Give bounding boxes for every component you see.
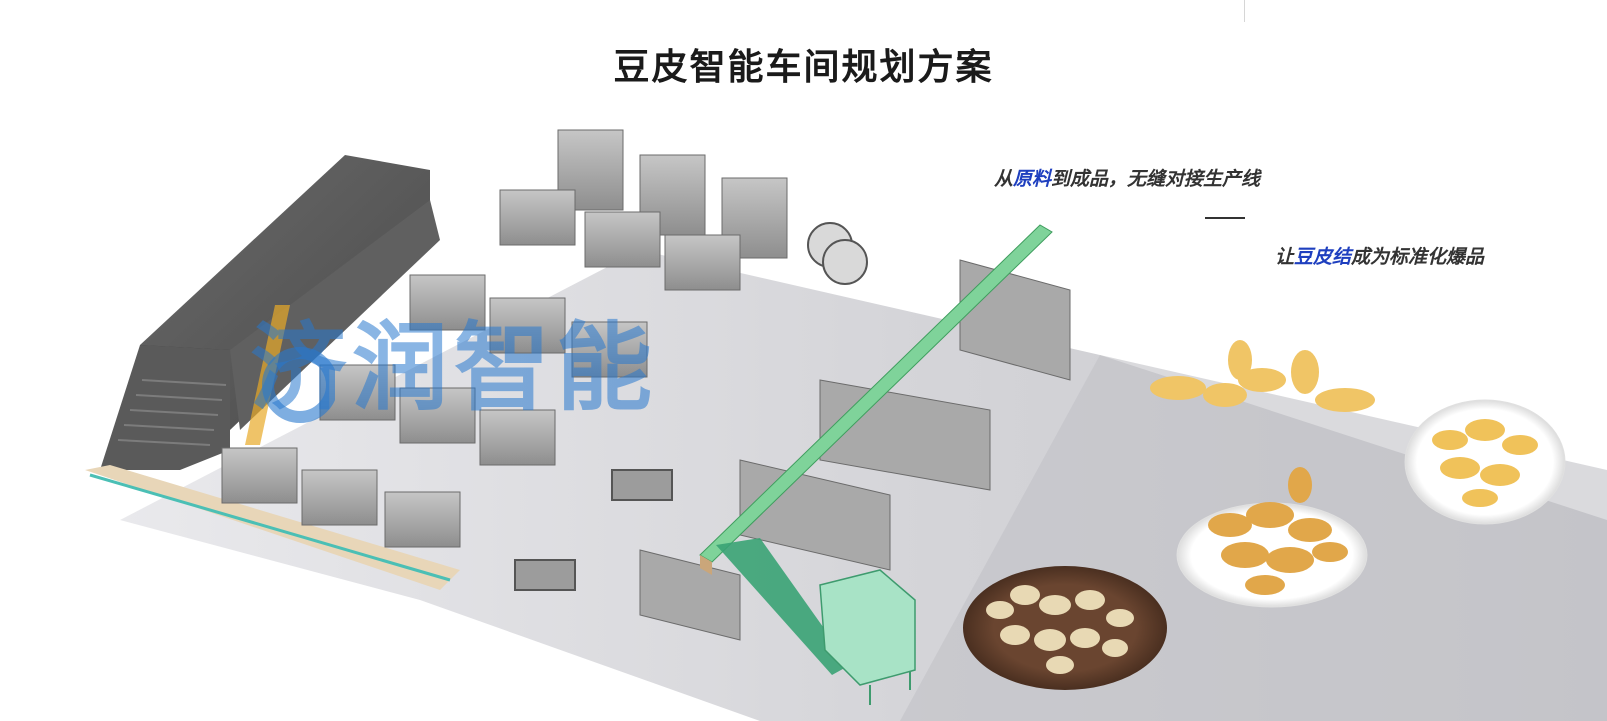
slogan-2-prefix: 让 — [1275, 246, 1295, 268]
hopper-bin — [819, 569, 916, 705]
food-white-plate-center — [1176, 467, 1368, 608]
slogan-1-prefix: 从 — [994, 168, 1014, 190]
slogan-line-1: 从原料到成品，无缝对接生产线 — [994, 164, 1260, 191]
jirun-logo-icon — [245, 305, 335, 445]
food-knots-loose — [1150, 340, 1375, 412]
top-divider — [1244, 0, 1245, 22]
slogan-dash — [1205, 217, 1245, 219]
page-title: 豆皮智能车间规划方案 — [613, 46, 994, 88]
slogan-2-suffix: 成为标准化爆品 — [1351, 246, 1485, 268]
food-white-plate-right — [1404, 399, 1566, 525]
winding-stations — [514, 222, 868, 591]
green-conveyor — [699, 224, 1053, 675]
dryer-machine — [100, 155, 440, 470]
food-dark-plate — [963, 566, 1167, 690]
machine-grid — [221, 129, 788, 548]
slogan-line-2: 让豆皮结成为标准化爆品 — [1275, 242, 1484, 269]
slogan-2-highlight: 豆皮结 — [1294, 246, 1352, 268]
watermark-text: 济润智能 — [250, 312, 658, 424]
slogan-1-suffix: 到成品，无缝对接生产线 — [1051, 168, 1261, 190]
slogan-1-highlight: 原料 — [1013, 168, 1052, 190]
